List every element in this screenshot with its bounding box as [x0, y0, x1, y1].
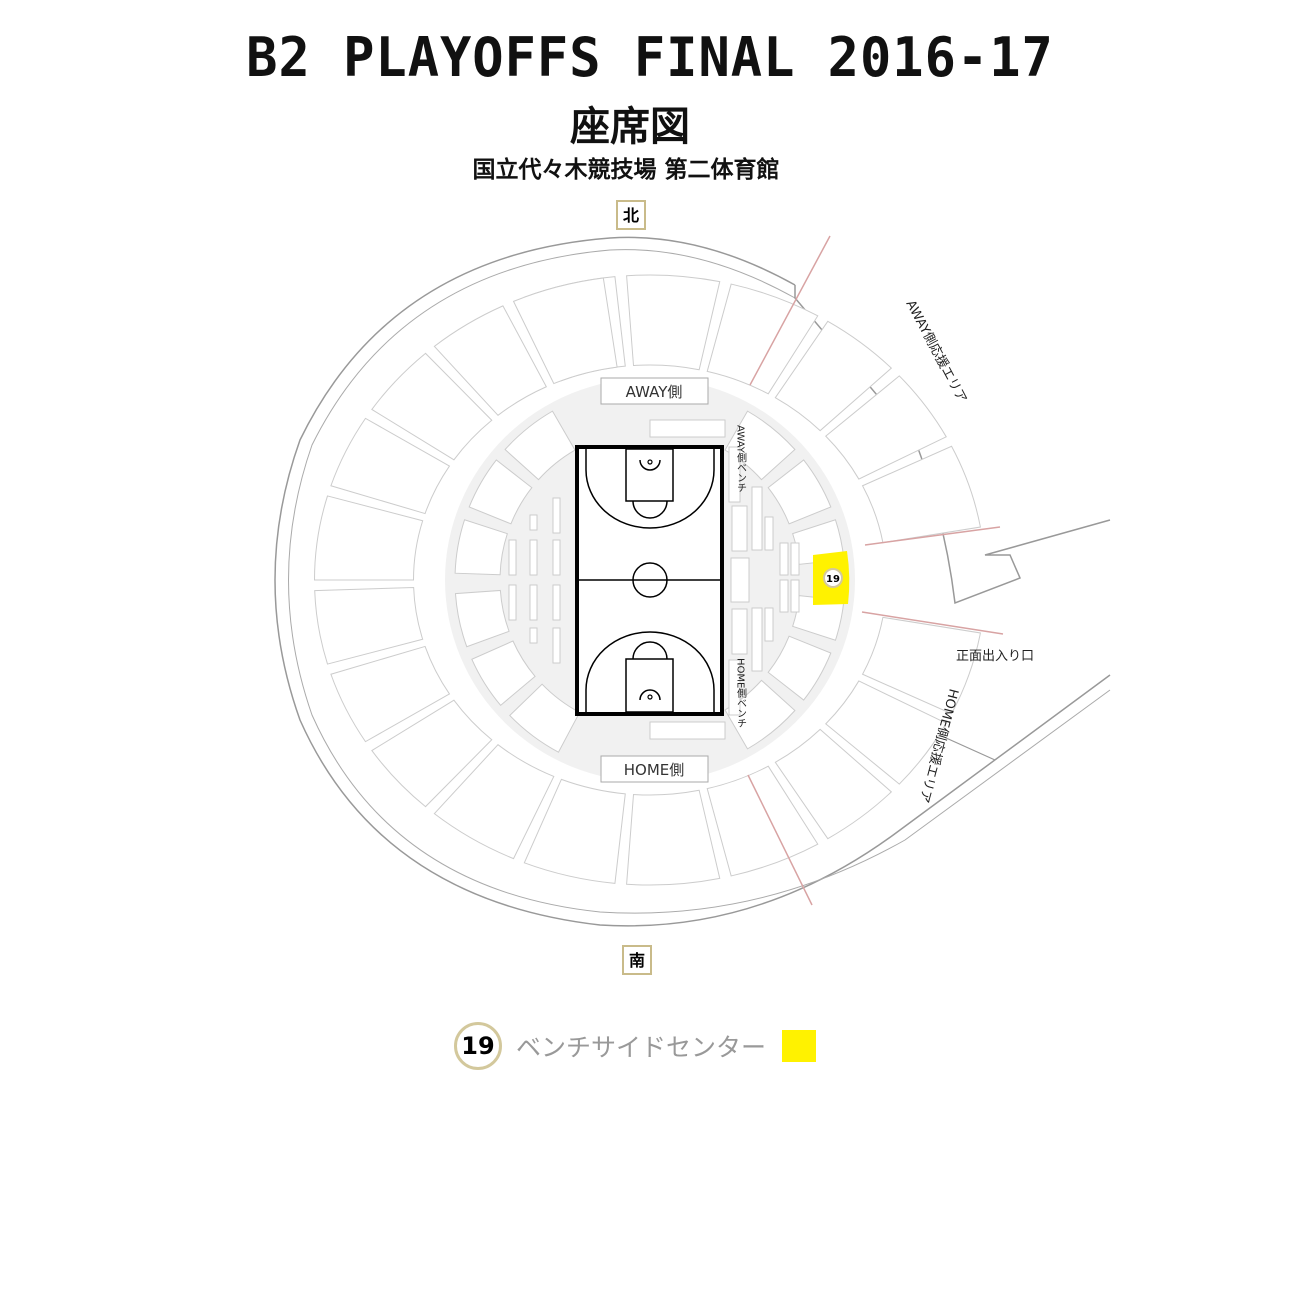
home-side-box — [600, 755, 709, 783]
outer-wall — [274, 236, 1111, 927]
north-label: 北 — [623, 206, 639, 225]
seat-section[interactable] — [774, 320, 893, 432]
seat-section[interactable] — [626, 789, 721, 886]
seat-section[interactable] — [330, 645, 451, 743]
seat-section[interactable] — [861, 616, 981, 715]
seat-section[interactable] — [626, 274, 721, 371]
seat-section[interactable] — [767, 635, 832, 701]
divider-lines — [747, 235, 1004, 906]
floor-seats — [508, 419, 800, 740]
seat-section[interactable] — [313, 495, 424, 581]
seat-section[interactable] — [523, 778, 626, 884]
seat-section[interactable] — [509, 683, 581, 753]
seat-section[interactable] — [433, 744, 555, 860]
seat-section[interactable] — [468, 459, 533, 525]
legend-number-badge: 19 — [454, 1022, 502, 1070]
seat-section[interactable] — [371, 699, 493, 808]
outer-wall-inner — [288, 249, 1111, 914]
basketball-court — [575, 445, 724, 716]
seat-section[interactable] — [454, 519, 508, 576]
seat-section[interactable] — [314, 586, 424, 665]
seat-section[interactable] — [825, 375, 947, 480]
legend-label: ベンチサイドセンター — [516, 1033, 767, 1062]
seat-section[interactable] — [706, 765, 819, 877]
seat-section[interactable] — [454, 589, 510, 648]
section-19-number: 19 — [826, 574, 840, 585]
away-side-label: AWAY側 — [626, 383, 683, 401]
legend: 19 ベンチサイドセンター — [454, 1022, 817, 1070]
seat-section[interactable] — [504, 410, 576, 481]
seat-section[interactable] — [471, 640, 536, 707]
seat-sections — [313, 274, 981, 886]
venue-name: 国立代々木競技場 第二体育館 — [472, 157, 780, 183]
home-side-label: HOME側 — [624, 761, 685, 779]
seat-section[interactable] — [724, 679, 796, 750]
south-marker — [622, 945, 652, 975]
seat-section[interactable] — [433, 305, 548, 416]
seat-section[interactable] — [767, 459, 832, 525]
entrance-label: 正面出入り口 — [956, 649, 1034, 664]
seat-section[interactable] — [774, 728, 893, 840]
home-bench-label: HOME側ベンチ — [735, 658, 747, 728]
legend-color-swatch — [782, 1030, 817, 1062]
south-label: 南 — [629, 951, 645, 970]
seat-section[interactable] — [512, 277, 618, 385]
page-title: B2 PLAYOFFS FINAL 2016-17 — [246, 26, 1054, 90]
seat-section[interactable] — [371, 352, 493, 461]
seat-section[interactable] — [861, 445, 981, 544]
away-bench-label: AWAY側ベンチ — [735, 425, 747, 493]
section-19-badge — [823, 568, 843, 588]
seat-section[interactable] — [825, 680, 947, 785]
north-marker — [616, 200, 646, 230]
away-side-box — [600, 377, 709, 405]
page-subtitle: 座席図 — [570, 104, 690, 150]
seat-section[interactable] — [330, 417, 451, 515]
